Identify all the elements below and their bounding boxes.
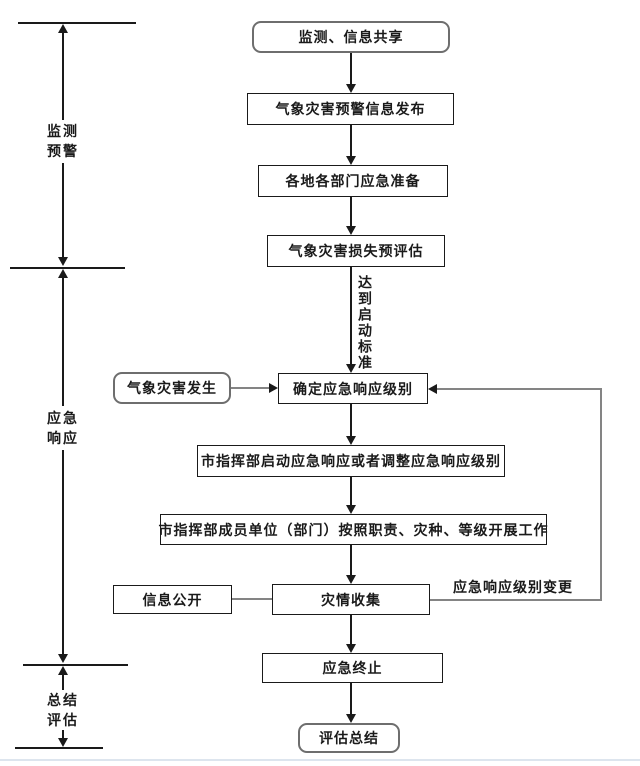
phase1-arrowhead-down-icon	[58, 257, 68, 266]
feedback-loop-bottom-line	[430, 599, 602, 601]
arrow-7-line	[350, 545, 352, 576]
arrow-8-head-icon	[346, 644, 356, 653]
phase-separator-3	[23, 664, 128, 666]
node-label: 应急终止	[322, 660, 383, 676]
node-label: 各地各部门应急准备	[285, 173, 421, 189]
phase-label-monitoring-warning: 监测 预警	[34, 121, 92, 161]
node-monitor-share: 监测、信息共享	[252, 21, 450, 53]
arrow-5-head-icon	[346, 436, 356, 445]
arrow-5-line	[350, 404, 352, 437]
node-label: 灾情收集	[321, 591, 381, 608]
feedback-loop-head-icon	[428, 384, 437, 394]
phase3-arrowhead-down-icon	[58, 738, 68, 747]
phase1-line-lower	[62, 163, 64, 259]
phase3-line-upper	[62, 673, 64, 690]
edge-label-level-change: 应急响应级别变更	[453, 577, 573, 597]
phase-line: 评估	[47, 712, 79, 728]
arrow-7-head-icon	[346, 575, 356, 584]
node-start-or-adjust: 市指挥部启动应急响应或者调整应急响应级别	[197, 445, 505, 477]
node-disaster-occur: 气象灾害发生	[113, 372, 231, 404]
node-disaster-collect: 灾情收集	[272, 584, 430, 615]
phase-label-emergency-response: 应急 响应	[34, 408, 92, 448]
phase-line: 总结	[47, 692, 79, 708]
connector-disaster-occur-line	[231, 387, 270, 389]
arrow-9-head-icon	[346, 714, 356, 723]
node-members-work: 市指挥部成员单位（部门）按照职责、灾种、等级开展工作	[158, 514, 549, 545]
edge-label-reach-criteria: 达到启动标准	[356, 275, 374, 371]
arrow-2-line	[350, 125, 352, 158]
phase3-line-lower	[62, 730, 64, 740]
arrow-9-line	[350, 683, 352, 715]
arrow-6-line	[350, 477, 352, 506]
node-info-public: 信息公开	[113, 585, 232, 614]
node-emergency-end: 应急终止	[262, 653, 443, 683]
feedback-loop-top-line	[436, 388, 602, 390]
page-bottom-rule	[0, 759, 640, 761]
phase2-line-upper	[62, 276, 64, 406]
node-label: 信息公开	[142, 591, 203, 608]
node-label: 市指挥部成员单位（部门）按照职责、灾种、等级开展工作	[158, 521, 549, 538]
phase-separator-top	[18, 22, 136, 24]
arrow-2-head-icon	[346, 156, 356, 165]
node-label: 气象灾害损失预评估	[288, 243, 424, 259]
phase-label-summary-evaluation: 总结 评估	[34, 690, 92, 730]
arrow-4-line	[350, 267, 352, 365]
phase-separator-2	[10, 267, 125, 269]
node-warning-release: 气象灾害预警信息发布	[247, 93, 454, 125]
node-emergency-prep: 各地各部门应急准备	[258, 165, 448, 197]
phase2-line-lower	[62, 450, 64, 656]
node-eval-summary: 评估总结	[298, 723, 400, 753]
node-loss-preassess: 气象灾害损失预评估	[267, 235, 445, 267]
connector-info-public-line	[232, 598, 272, 600]
arrow-3-line	[350, 197, 352, 227]
arrow-4-head-icon	[346, 364, 356, 373]
node-label: 气象灾害发生	[127, 380, 217, 396]
phase-line: 监测	[47, 123, 79, 139]
phase2-arrowhead-up-icon	[58, 269, 68, 278]
feedback-loop-vertical-line	[600, 388, 602, 601]
arrow-3-head-icon	[346, 226, 356, 235]
phase-line: 响应	[47, 430, 79, 446]
node-label: 确定应急响应级别	[293, 380, 413, 397]
node-label: 市指挥部启动应急响应或者调整应急响应级别	[201, 453, 501, 469]
arrow-8-line	[350, 615, 352, 645]
arrow-1-head-icon	[346, 84, 356, 93]
connector-disaster-occur-head-icon	[269, 383, 278, 393]
phase-separator-bottom	[15, 747, 103, 749]
phase-line: 预警	[47, 143, 79, 159]
phase-line: 应急	[47, 410, 79, 426]
phase1-arrowhead-up-icon	[58, 24, 68, 33]
node-label: 评估总结	[319, 730, 379, 746]
arrow-6-head-icon	[346, 505, 356, 514]
node-label: 气象灾害预警信息发布	[275, 101, 426, 117]
node-label: 监测、信息共享	[298, 29, 404, 45]
arrow-1-line	[350, 53, 352, 86]
phase1-line-upper	[62, 31, 64, 120]
node-determine-level: 确定应急响应级别	[278, 373, 428, 404]
phase2-arrowhead-down-icon	[58, 654, 68, 663]
phase3-arrowhead-up-icon	[58, 666, 68, 675]
